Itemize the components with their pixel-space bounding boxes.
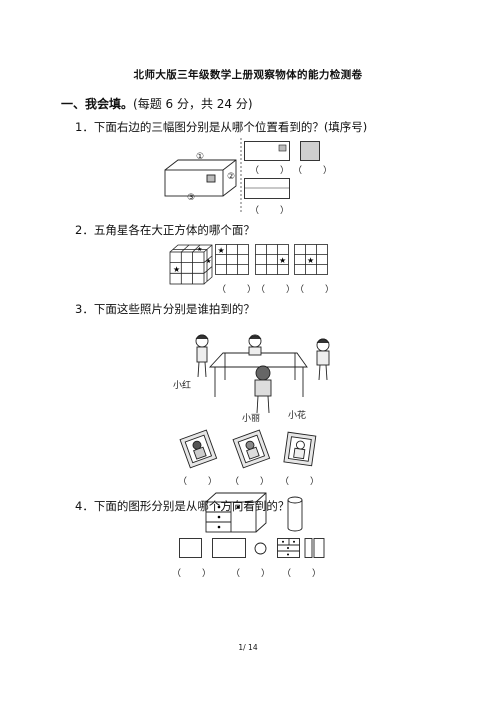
q4-view-circle — [254, 542, 267, 555]
q1-answer-3[interactable]: （ ） — [250, 206, 291, 216]
question-1-text: 下面右边的三幅图分别是从哪个位置看到的？(填序号) — [93, 120, 368, 134]
q2-face-view-3: ★ — [294, 244, 328, 275]
question-1-number: 1． — [75, 120, 94, 134]
section-heading: 一、我会填。(每题 6 分，共 24 分) — [61, 95, 253, 112]
q1-answer-1[interactable]: （ ） — [250, 166, 291, 176]
question-2-number: 2． — [75, 223, 94, 237]
q3-answer-3[interactable]: （ ） — [280, 477, 321, 487]
q2-answer-1[interactable]: （ ） — [217, 285, 258, 295]
page-number: 1/ 14 — [238, 643, 258, 652]
svg-text:★: ★ — [206, 258, 211, 265]
q1-view-front — [244, 141, 290, 161]
question-2-text: 五角星各在大正方体的哪个面？ — [93, 223, 255, 237]
q4-view-square — [179, 538, 202, 558]
q3-answer-1[interactable]: （ ） — [178, 477, 219, 487]
q4-view-rectangle — [212, 538, 246, 558]
svg-text:★: ★ — [197, 246, 202, 253]
section-label: 一、我会填。 — [61, 97, 134, 111]
question-3-text: 下面这些照片分别是谁拍到的？ — [93, 302, 255, 316]
question-3: 3．下面这些照片分别是谁拍到的？ — [75, 301, 255, 317]
q4-view-cabinet-front — [277, 538, 325, 558]
q4-cabinet-figure — [205, 492, 267, 533]
q1-view-side — [300, 141, 320, 161]
q2-face-view-2: ★ — [255, 244, 289, 275]
question-4-number: 4． — [75, 499, 94, 513]
q4-answer-3[interactable]: （ ） — [282, 569, 323, 579]
question-3-number: 3． — [75, 302, 94, 316]
q1-cuboid-figure — [164, 159, 237, 197]
question-1: 1．下面右边的三幅图分别是从哪个位置看到的？(填序号) — [75, 119, 367, 135]
q4-answer-1[interactable]: （ ） — [172, 569, 213, 579]
question-4: 4．下面的图形分别是从哪个方向看到的？ — [75, 498, 289, 514]
q3-name-xiaohong: 小红 — [173, 381, 192, 391]
q1-divider — [240, 138, 242, 213]
q3-name-xiaoli: 小丽 — [242, 414, 261, 424]
q1-label-right: ② — [227, 172, 236, 182]
q4-answer-2[interactable]: （ ） — [231, 569, 272, 579]
q2-big-cube: ★ ★ ★ — [169, 244, 213, 285]
q2-answer-2[interactable]: （ ） — [256, 285, 297, 295]
q2-answer-3[interactable]: （ ） — [295, 285, 336, 295]
question-2: 2．五角星各在大正方体的哪个面？ — [75, 222, 255, 238]
svg-text:★: ★ — [218, 246, 225, 255]
q3-photo-3 — [283, 431, 317, 467]
q3-answer-2[interactable]: （ ） — [230, 477, 271, 487]
q1-view-top — [244, 178, 290, 199]
question-4-text: 下面的图形分别是从哪个方向看到的？ — [93, 499, 290, 513]
q1-label-front: ③ — [187, 193, 196, 203]
q3-photo-1 — [179, 429, 218, 469]
q1-answer-2[interactable]: （ ） — [293, 166, 334, 176]
svg-text:★: ★ — [279, 256, 286, 265]
q3-photo-2 — [232, 429, 271, 469]
section-scoring-note: (每题 6 分，共 24 分) — [133, 97, 253, 111]
q4-cylinder-figure — [287, 496, 303, 532]
q1-label-top: ① — [196, 152, 205, 162]
svg-text:★: ★ — [173, 265, 180, 274]
q3-name-xiaohua: 小花 — [288, 411, 307, 421]
page-title: 北师大版三年级数学上册观察物体的能力检测卷 — [133, 69, 363, 81]
q2-face-view-1: ★ — [215, 244, 249, 275]
svg-text:★: ★ — [307, 256, 314, 265]
q3-scene-table-and-children — [195, 334, 330, 414]
